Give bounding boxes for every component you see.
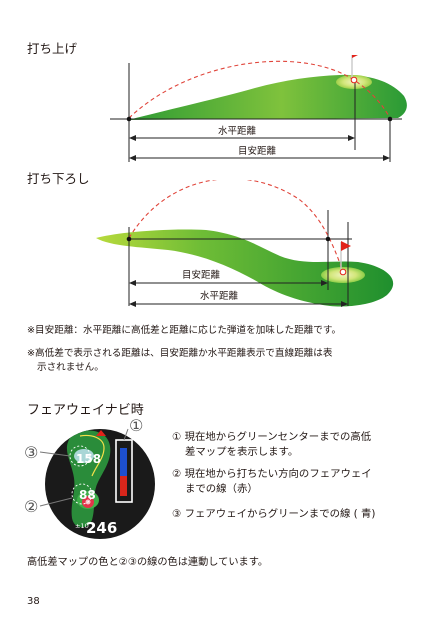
note-target-distance: ※目安距離：水平距離に高低差と距離に応じた弾道を加味した距離です。: [27, 325, 342, 336]
green-marker-icon: [96, 430, 106, 436]
item-3-number: ③: [172, 508, 182, 520]
item-1-line-2: 差マップを表示します。: [185, 445, 299, 458]
item-1-number: ①: [172, 431, 182, 443]
fairway-navi-title: フェアウェイナビ時: [27, 403, 144, 418]
note-elevation-display-1: ※高低差で表示される距離は、目安距離か水平距離表示で直線距離は表: [27, 348, 333, 359]
item-1: ① 現在地からグリーンセンターまでの高低 差マップを表示します。: [172, 430, 422, 459]
uphill-terrain: [128, 74, 407, 120]
screen-distance-top: 158: [76, 452, 101, 466]
downhill-heading: 打ち下ろし: [27, 171, 90, 186]
callout-3: ③: [24, 443, 38, 462]
item-1-line-1: 現在地からグリーンセンターまでの高低: [184, 431, 372, 443]
elevation-bar: [120, 448, 127, 476]
downhill-diagram: 目安距離 水平距離: [96, 180, 394, 307]
uphill-heading: 打ち上げ: [27, 41, 78, 56]
item-2: ② 現在地から打ちたい方向のフェアウェイ までの線（赤）: [172, 467, 422, 496]
uphill-target-label: 目安距離: [238, 145, 277, 157]
callout-1: ①: [129, 418, 143, 435]
screen-distance-mid: 88: [79, 488, 96, 502]
item-2-number: ②: [172, 468, 182, 480]
item-3: ③ フェアウェイからグリーンまでの線 ( 青): [172, 507, 422, 522]
screen-distance-bottom: 246: [86, 519, 117, 537]
downhill-flag-icon: [341, 241, 351, 251]
item-3-line-1: フェアウェイからグリーンまでの線 ( 青): [184, 508, 376, 520]
downhill-terrain: [96, 229, 394, 307]
uphill-horizontal-label: 水平距離: [218, 125, 257, 137]
callout-2: ②: [24, 497, 38, 516]
downhill-horizontal-label: 水平距離: [200, 290, 239, 302]
downhill-target-label: 目安距離: [182, 269, 221, 281]
page-number: 38: [27, 596, 40, 607]
uphill-trajectory: [128, 60, 391, 119]
item-2-line-1: 現在地から打ちたい方向のフェアウェイ: [184, 468, 372, 480]
note-elevation-display-2: 示されません。: [37, 362, 104, 373]
screen-small-label: ±10: [75, 522, 89, 530]
uphill-diagram: 水平距離 目安距離: [110, 55, 407, 162]
watch-screen-illustration: 158 88 ±10 246 ① ③ ②: [24, 418, 155, 539]
uphill-flag-icon: [352, 55, 358, 58]
fairway-navi-footer: 高低差マップの色と②③の線の色は連動しています。: [27, 557, 269, 568]
item-2-line-2: までの線（赤）: [185, 482, 258, 495]
